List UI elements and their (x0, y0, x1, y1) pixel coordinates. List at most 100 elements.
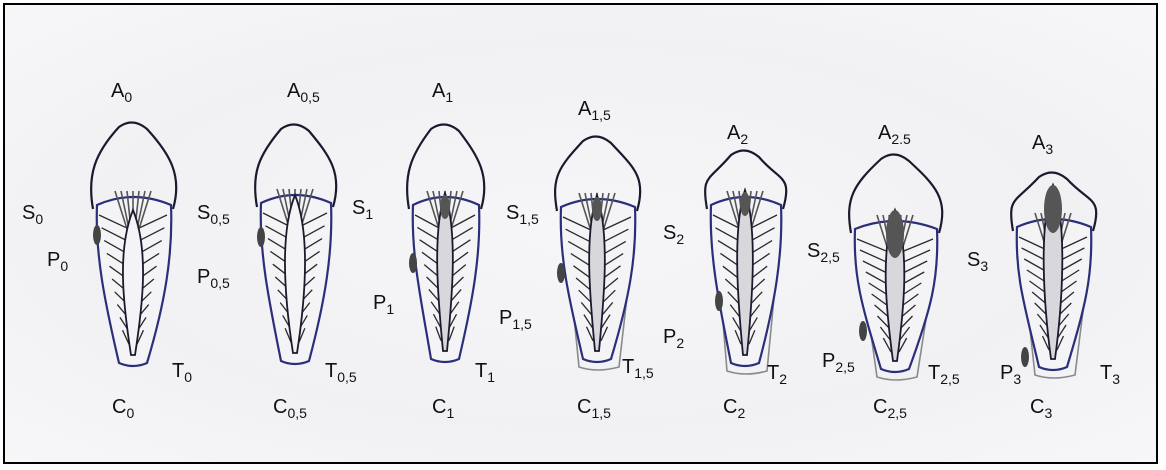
label-subscript: 3 (1044, 405, 1052, 421)
lesion-mark-0-5 (257, 227, 265, 247)
label-subscript: 2 (676, 231, 684, 247)
lesion-mark-1-5 (557, 263, 565, 283)
label-letter: S (663, 222, 676, 244)
label-A-3: A3 (1032, 133, 1053, 156)
label-subscript: 2 (740, 131, 748, 147)
label-subscript: 0,5 (300, 89, 319, 105)
label-subscript: 0 (126, 405, 134, 421)
label-letter: T (1100, 362, 1112, 384)
label-letter: A (578, 98, 591, 120)
label-letter: C (112, 396, 126, 418)
label-letter: C (432, 396, 446, 418)
label-A-2: A2 (727, 123, 748, 146)
label-A-1: A1 (432, 81, 453, 104)
label-subscript: 1,5 (634, 365, 653, 381)
label-S-0-5: S0,5 (197, 203, 230, 226)
label-subscript: 2 (676, 335, 684, 351)
pulp-horn-2-5 (886, 210, 904, 258)
label-subscript: 1,5 (519, 211, 538, 227)
label-subscript: 2 (779, 371, 787, 387)
label-letter: A (1032, 132, 1045, 154)
label-C-0-5: C0,5 (273, 397, 307, 420)
label-subscript: 2,5 (835, 359, 854, 375)
label-subscript: 3 (980, 258, 988, 274)
label-letter: P (197, 266, 210, 288)
label-T-3: T3 (1100, 363, 1120, 386)
pulp-horn-3 (1044, 185, 1062, 233)
label-letter: P (47, 249, 60, 271)
label-letter: P (1000, 362, 1013, 384)
label-letter: T (767, 362, 779, 384)
label-subscript: 0 (60, 258, 68, 274)
label-subscript: 2.5 (891, 131, 910, 147)
label-T-2: T2 (767, 363, 787, 386)
label-P-2: P2 (663, 327, 684, 350)
label-subscript: 1 (386, 301, 394, 317)
label-subscript: 0 (184, 369, 192, 385)
label-letter: C (723, 396, 737, 418)
label-letter: A (287, 80, 300, 102)
label-subscript: 1,5 (512, 316, 531, 332)
label-subscript: 2,5 (887, 405, 906, 421)
label-S-1-5: S1,5 (506, 203, 539, 226)
label-C-1-5: C1,5 (577, 397, 611, 420)
lesion-mark-3 (1021, 347, 1029, 367)
label-P-3: P3 (1000, 363, 1021, 386)
label-T-0: T0 (172, 361, 192, 384)
label-letter: A (111, 80, 124, 102)
label-A-0-5: A0,5 (287, 81, 320, 104)
label-letter: S (22, 202, 35, 224)
label-C-3: C3 (1030, 397, 1052, 420)
label-C-2: C2 (723, 397, 745, 420)
label-T-2-5: T2,5 (928, 363, 960, 386)
lesion-mark-2 (715, 291, 723, 311)
label-P-1: P1 (373, 293, 394, 316)
label-subscript: 1 (487, 369, 495, 385)
label-letter: C (873, 396, 887, 418)
pulp-horn-1-5 (592, 197, 602, 221)
label-S-2-5: S2,5 (807, 241, 840, 264)
figure-frame: A0 S0 P0 T0 C0 A0,5 S0,5 P0,5 T0,5 C0,5 … (3, 3, 1158, 464)
label-letter: C (1030, 396, 1044, 418)
pulp-horn-2 (740, 192, 750, 216)
label-S-0: S0 (22, 203, 43, 226)
label-P-1-5: P1,5 (499, 308, 532, 331)
label-letter: A (878, 122, 891, 144)
label-S-2: S2 (663, 223, 684, 246)
label-letter: T (928, 362, 940, 384)
label-C-0: C0 (112, 397, 134, 420)
label-subscript: 3 (1045, 141, 1053, 157)
label-A-0: A0 (111, 81, 132, 104)
label-S-1: S1 (352, 198, 373, 221)
label-T-1: T1 (475, 361, 495, 384)
label-T-0-5: T0,5 (325, 361, 357, 384)
label-A-1-5: A1,5 (578, 99, 611, 122)
label-subscript: 0,5 (210, 211, 229, 227)
label-letter: T (622, 356, 634, 378)
label-subscript: 1,5 (591, 405, 610, 421)
label-subscript: 2,5 (940, 371, 959, 387)
label-letter: S (197, 202, 210, 224)
label-letter: T (325, 360, 337, 382)
label-P-0: P0 (47, 250, 68, 273)
label-subscript: 3 (1013, 371, 1021, 387)
label-C-2-5: C2,5 (873, 397, 907, 420)
pulp-horn-1 (440, 195, 450, 219)
label-subscript: 0 (35, 211, 43, 227)
label-letter: S (967, 249, 980, 271)
label-letter: C (273, 396, 287, 418)
lesion-mark-2-5 (859, 321, 867, 341)
label-subscript: 1 (365, 206, 373, 222)
label-subscript: 0,5 (337, 369, 356, 385)
label-letter: P (822, 350, 835, 372)
label-letter: S (807, 240, 820, 262)
label-P-2-5: P2,5 (822, 351, 855, 374)
label-letter: A (432, 80, 445, 102)
label-P-0-5: P0,5 (197, 267, 230, 290)
lesion-mark-0 (93, 225, 101, 245)
label-subscript: 1 (446, 405, 454, 421)
label-subscript: 0,5 (210, 275, 229, 291)
label-subscript: 2 (737, 405, 745, 421)
label-S-3: S3 (967, 250, 988, 273)
label-letter: S (506, 202, 519, 224)
